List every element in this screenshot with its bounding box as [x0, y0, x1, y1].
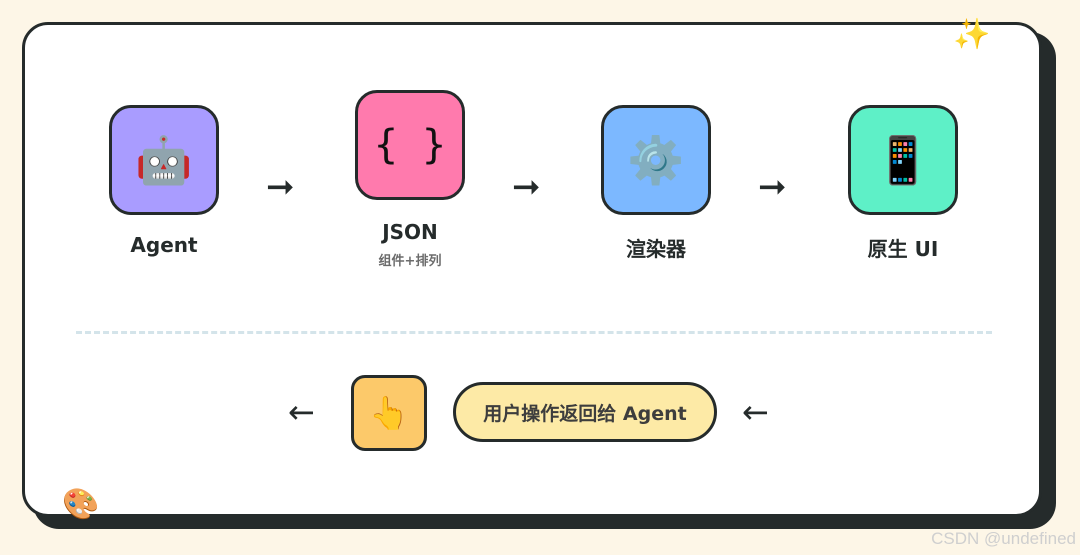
- arrow-right-icon: ➞: [758, 167, 787, 207]
- arrow-right-icon: ➞: [266, 167, 295, 207]
- dashed-divider: [76, 331, 992, 334]
- step-native-ui: 📱 原生 UI: [808, 105, 998, 262]
- step-renderer: ⚙️ 渲染器: [561, 105, 751, 262]
- step-native-ui-label: 原生 UI: [867, 237, 939, 261]
- arrow-left-icon: ←: [288, 393, 315, 431]
- robot-icon: 🤖: [109, 105, 219, 215]
- sparkles-icon: ✨: [953, 17, 991, 52]
- watermark: CSDN @undefined: [931, 529, 1076, 548]
- step-json-sub: 组件+排列: [378, 254, 442, 269]
- gear-icon: ⚙️: [601, 105, 711, 215]
- diagram-card: [22, 22, 1042, 517]
- arrow-right-icon: ➞: [512, 167, 541, 207]
- pointing-hand-icon: 👆: [351, 375, 427, 451]
- step-renderer-label: 渲染器: [626, 237, 686, 261]
- step-json: { } JSON 组件+排列: [315, 90, 505, 269]
- step-json-label: JSON: [382, 220, 438, 244]
- arrow-left-icon: ←: [742, 393, 769, 431]
- braces-icon: { }: [355, 90, 465, 200]
- phone-icon: 📱: [848, 105, 958, 215]
- feedback-pill: 用户操作返回给 Agent: [453, 382, 717, 442]
- palette-icon: 🎨: [62, 487, 100, 522]
- step-agent-label: Agent: [130, 233, 198, 257]
- step-agent: 🤖 Agent: [69, 105, 259, 257]
